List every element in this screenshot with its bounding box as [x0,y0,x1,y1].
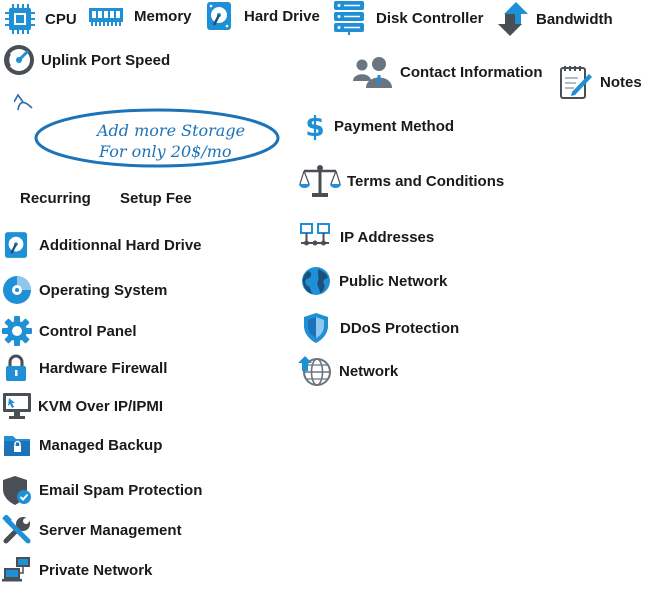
balance-scale-icon [299,164,341,198]
list-item-kvm-over-ip[interactable]: KVM Over IP/IPMI [2,392,163,420]
list-item-managed-backup[interactable]: Managed Backup [3,432,162,458]
hard-drive-icon [206,1,232,31]
svg-text:$: $ [305,111,324,141]
users-icon [352,55,394,89]
list-item-label: Private Network [39,561,153,579]
notepad-pencil-icon [558,64,594,100]
list-item-label: Email Spam Protection [39,481,203,499]
bandwidth-option[interactable]: Bandwidth [496,0,613,38]
list-item-label: KVM Over IP/IPMI [38,397,164,415]
list-item-label: Control Panel [39,322,137,340]
disc-icon [2,275,39,305]
folder-lock-icon [3,432,39,458]
monitor-icon [2,392,38,420]
speedometer-icon [3,44,35,76]
ip-addresses-option[interactable]: IP Addresses [300,223,434,251]
disk-controller-label: Disk Controller [376,9,484,27]
notes-option[interactable]: Notes [558,64,642,100]
ddos-protection-label: DDoS Protection [340,319,460,337]
promo-line-1: Add more Storage [97,121,246,140]
ddos-protection-option[interactable]: DDoS Protection [303,312,459,344]
list-item-operating-system[interactable]: Operating System [2,275,167,305]
hard-drive-label: Hard Drive [244,7,320,25]
notes-label: Notes [600,73,642,91]
hard-drive-icon [4,231,39,259]
list-item-label: Additionnal Hard Drive [39,236,202,254]
contact-information-option[interactable]: Contact Information [352,55,543,89]
shield-check-icon [2,474,39,506]
list-item-private-network[interactable]: Private Network [2,556,152,584]
list-item-label: Server Management [39,521,182,539]
list-item-email-spam-protection[interactable]: Email Spam Protection [2,474,202,506]
public-network-option[interactable]: Public Network [301,266,447,296]
payment-method-option[interactable]: $ Payment Method [304,111,454,141]
cpu-label: CPU [45,10,77,28]
ip-network-icon [300,223,330,251]
storage-promo-callout[interactable]: Add more Storage For only 20$/mo [14,92,286,180]
list-item-label: Managed Backup [39,436,163,454]
server-stack-icon [332,0,366,36]
contact-information-label: Contact Information [400,63,543,81]
dollar-sign-icon: $ [304,111,326,141]
disk-controller-option[interactable]: Disk Controller [332,0,484,36]
uplink-label: Uplink Port Speed [41,51,171,69]
payment-method-label: Payment Method [334,117,455,135]
shield-icon [303,312,329,344]
memory-ram-icon [88,4,124,28]
list-item-hardware-firewall[interactable]: Hardware Firewall [4,354,167,382]
memory-label: Memory [134,7,192,25]
padlock-icon [4,354,39,382]
computers-icon [2,556,39,584]
list-item-server-management[interactable]: Server Management [2,515,182,545]
promo-line-2: For only 20$/mo [99,142,232,161]
bandwidth-label: Bandwidth [536,10,613,28]
hard-drive-option[interactable]: Hard Drive [206,1,320,31]
list-item-label: Hardware Firewall [39,359,168,377]
network-option[interactable]: Network [297,355,398,387]
curved-arrow-icon [17,101,33,111]
terms-label: Terms and Conditions [347,172,505,190]
network-globe-icon [297,355,333,387]
bandwidth-arrows-icon [496,0,530,38]
tools-icon [2,515,39,545]
gear-icon [2,316,39,346]
uplink-option[interactable]: Uplink Port Speed [3,44,170,76]
cpu-option[interactable]: CPU [3,4,77,34]
terms-option[interactable]: Terms and Conditions [299,164,504,198]
ip-addresses-label: IP Addresses [340,228,435,246]
list-item-control-panel[interactable]: Control Panel [2,316,137,346]
memory-option[interactable]: Memory [88,4,192,28]
network-label: Network [339,362,399,380]
recurring-header: Recurring [20,190,91,207]
cpu-chip-icon [3,4,37,34]
list-item-label: Operating System [39,281,168,299]
setup-fee-header: Setup Fee [120,190,192,207]
globe-icon [301,266,331,296]
list-item-additional-hard-drive[interactable]: Additionnal Hard Drive [4,231,202,259]
public-network-label: Public Network [339,272,448,290]
